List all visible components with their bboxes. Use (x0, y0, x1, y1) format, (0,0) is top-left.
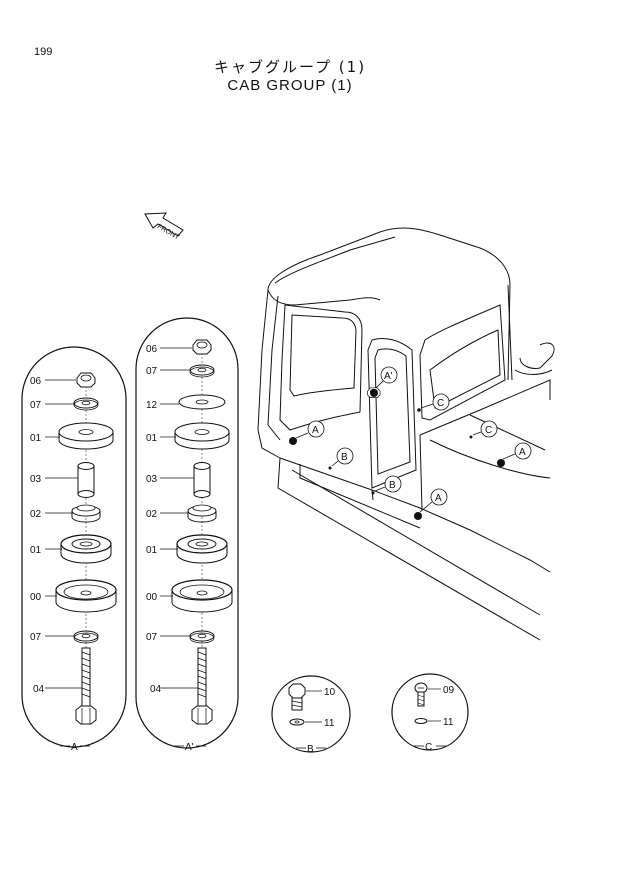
a-part-label-6: 01 (30, 545, 42, 556)
a-part-label-5: 02 (30, 509, 42, 520)
c-part-label-2: 11 (443, 717, 454, 728)
title-japanese: キャブグループ (1) (213, 58, 367, 76)
front-arrow: FRONT (144, 212, 184, 242)
ap-part-label-9: 07 (146, 632, 158, 643)
detail-b-view-label: B (307, 744, 314, 755)
a-part-label-8: 07 (30, 632, 42, 643)
ap-part-label-3: 12 (146, 400, 158, 411)
detail-a-prime: 06 07 12 01 03 02 01 00 07 04 A' (135, 317, 239, 753)
ap-part-label-6: 02 (146, 509, 158, 520)
detail-b-outline (271, 675, 351, 753)
detail-c-view-label: C (425, 742, 432, 753)
ap-part-label-1: 06 (146, 344, 158, 355)
callout-b-2: B (389, 480, 396, 491)
cab-mount-points (289, 387, 505, 520)
ap-part-label-4: 01 (146, 433, 158, 444)
callout-c-2: C (485, 425, 492, 436)
detail-b: 10 11 B (271, 675, 351, 755)
c-part-label-1: 09 (443, 685, 455, 696)
detail-a-prime-outline (135, 317, 239, 749)
cab-illustration (257, 227, 555, 641)
ap-part-label-10: 04 (150, 684, 162, 695)
callout-a-1: A (312, 425, 319, 436)
detail-a-view-label: A (71, 742, 78, 753)
callout-a-prime: A' (384, 371, 393, 382)
b-part-label-1: 10 (324, 687, 336, 698)
ap-part-label-5: 03 (146, 474, 158, 485)
detail-a-outline (21, 346, 127, 748)
title-english: CAB GROUP (1) (227, 77, 353, 94)
a-part-label-3: 01 (30, 433, 42, 444)
a-part-label-9: 04 (33, 684, 45, 695)
page-number: 199 (34, 46, 53, 58)
callout-b-1: B (341, 452, 348, 463)
a-part-label-1: 06 (30, 376, 42, 387)
a-part-label-7: 00 (30, 592, 42, 603)
detail-c-outline (391, 673, 469, 751)
b-part-label-2: 11 (324, 718, 335, 729)
a-part-label-2: 07 (30, 400, 42, 411)
ap-part-label-8: 00 (146, 592, 158, 603)
ap-part-label-7: 01 (146, 545, 158, 556)
a-part-label-4: 03 (30, 474, 42, 485)
callouts (295, 366, 532, 513)
callout-a-3: A (519, 447, 526, 458)
detail-a-prime-view-label: A' (185, 742, 194, 753)
ap-part-label-2: 07 (146, 366, 158, 377)
callout-a-2: A (435, 493, 442, 504)
detail-a: 06 07 01 03 02 01 00 07 04 A (21, 346, 127, 753)
detail-c: 09 11 C (391, 673, 469, 753)
callout-c-1: C (437, 398, 444, 409)
